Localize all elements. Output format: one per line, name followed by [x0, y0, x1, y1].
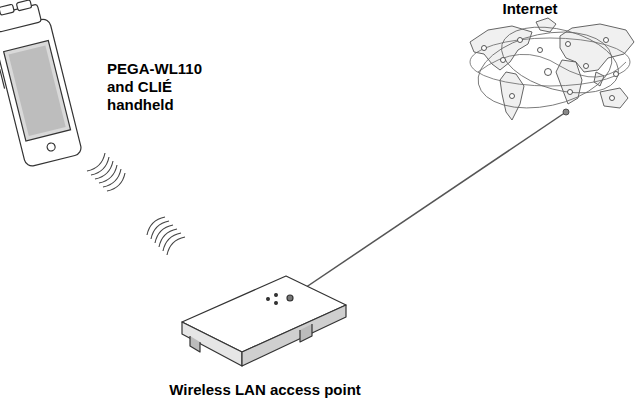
- network-orbits: [470, 15, 630, 119]
- access-point: [182, 276, 346, 366]
- network-link: [290, 112, 566, 298]
- device-label: Wireless LAN access point: [130, 381, 400, 399]
- handheld-device: [0, 0, 83, 168]
- radio-waves: [87, 153, 185, 255]
- device-label: PEGA-WL110 and CLIÉ handheld: [107, 60, 217, 114]
- network-label: Internet: [470, 0, 590, 18]
- network-nodes: [482, 38, 619, 116]
- world-map: [470, 18, 634, 120]
